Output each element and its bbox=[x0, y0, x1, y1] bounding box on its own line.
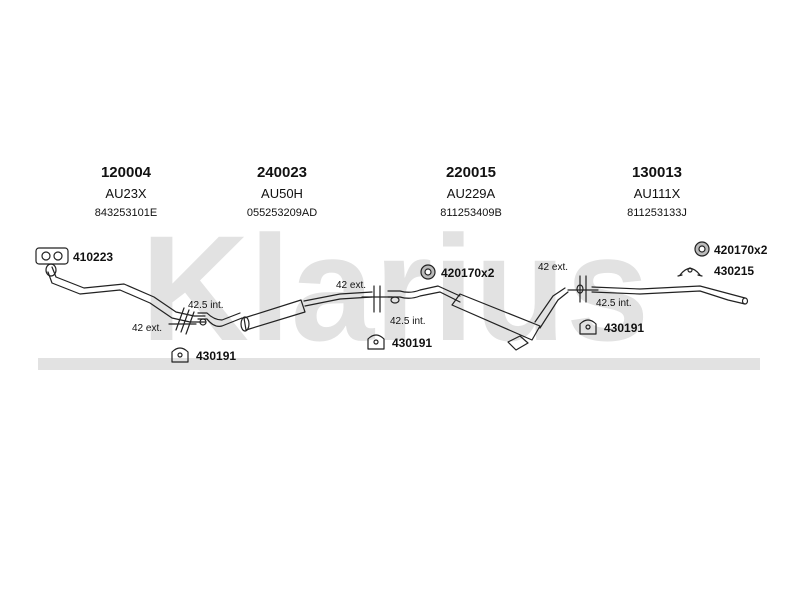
tail-pipe bbox=[576, 284, 749, 305]
clamp-1-part-number: 420170x2 bbox=[441, 266, 495, 280]
section-2-model: AU50H bbox=[261, 186, 303, 201]
clamp-icon-1 bbox=[420, 264, 436, 280]
section-4-code: 130013 bbox=[631, 164, 683, 181]
gasket-icon bbox=[35, 247, 69, 265]
section-4-model: AU111X bbox=[633, 186, 681, 201]
section-3-code: 220015 bbox=[445, 164, 497, 181]
section-1-model: AU23X bbox=[105, 186, 147, 201]
section-4-ref: 811253133J bbox=[627, 207, 687, 219]
mount-rubber-part-number: 430215 bbox=[714, 264, 755, 278]
front-pipe bbox=[45, 263, 206, 323]
clamp-icon-2 bbox=[694, 241, 710, 257]
gasket-part-number: 410223 bbox=[73, 250, 114, 264]
watermark-underline bbox=[38, 358, 760, 370]
mount-rubber-icon bbox=[677, 267, 703, 277]
rear-pipe bbox=[387, 285, 569, 351]
hanger-icon-1 bbox=[171, 347, 189, 363]
section-1-code: 120004 bbox=[100, 164, 152, 181]
hanger-3-part-number: 430191 bbox=[604, 321, 645, 335]
joint-1-ext-label: 42 ext. bbox=[132, 323, 163, 334]
section-1-ref: 843253101E bbox=[94, 207, 158, 219]
section-3-ref: 811253409B bbox=[440, 207, 502, 219]
joint-2-marks bbox=[361, 285, 393, 313]
hanger-2-part-number: 430191 bbox=[392, 336, 433, 350]
joint-2-ext-label: 42 ext. bbox=[336, 280, 367, 291]
section-3-model: AU229A bbox=[446, 186, 496, 201]
section-2-code: 240023 bbox=[256, 164, 308, 181]
hanger-1-part-number: 430191 bbox=[196, 349, 237, 363]
section-2-ref: 055253209AD bbox=[246, 207, 318, 219]
hanger-icon-3 bbox=[579, 319, 597, 335]
joint-2-int-label: 42.5 int. bbox=[390, 316, 426, 327]
joint-1-marks bbox=[168, 307, 197, 335]
hanger-icon-2 bbox=[367, 334, 385, 350]
joint-3-ext-label: 42 ext. bbox=[538, 262, 569, 273]
joint-1-int-label: 42.5 int. bbox=[188, 300, 224, 311]
middle-pipe bbox=[197, 291, 373, 332]
joint-3-int-label: 42.5 int. bbox=[596, 298, 632, 309]
clamp-2-part-number: 420170x2 bbox=[714, 243, 768, 257]
